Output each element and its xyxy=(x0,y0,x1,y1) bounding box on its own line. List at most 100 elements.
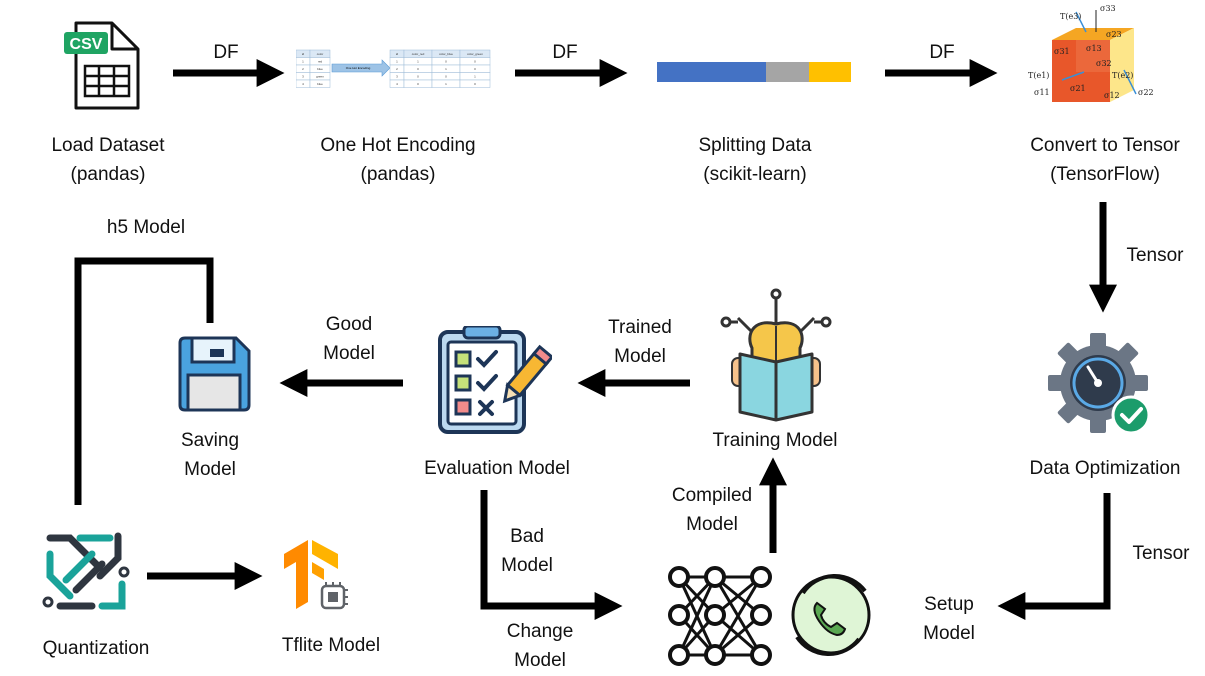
node-title: Convert to Tensor xyxy=(1030,135,1180,156)
edge-label-tensor-1: Tensor xyxy=(1126,245,1184,266)
onehot-table-text: 2 xyxy=(302,67,304,71)
gear-gauge-check-icon xyxy=(1048,333,1151,435)
tensor-label: σ31 xyxy=(1054,47,1070,56)
csv-badge: CSV xyxy=(70,36,103,53)
onehot-table-text: 2 xyxy=(396,67,398,71)
tensorflow-lite-icon xyxy=(284,540,348,610)
onehot-table-text: color_green xyxy=(467,52,483,56)
onehot-table-text: 0 xyxy=(474,67,476,71)
onehot-table-text: color xyxy=(317,52,324,56)
tensor-label: T(e3) xyxy=(1060,12,1081,21)
edge-label-tensor-2: Tensor xyxy=(1132,543,1190,564)
onehot-table-text: 1 xyxy=(302,60,304,64)
stress-tensor-cube-icon: σ33 T(e3) σ23 σ13 σ31 σ32 T(e1) T(e2) σ2… xyxy=(1028,4,1154,102)
csv-file-icon: CSV xyxy=(64,21,140,110)
arrow-evaluation-to-setup xyxy=(480,490,623,620)
edge-label-line: Compiled xyxy=(671,485,753,506)
edge-label-df-3: DF xyxy=(929,42,955,63)
edge-label-line: Model xyxy=(514,650,566,671)
onehot-table-text: 0 xyxy=(445,60,447,64)
neural-network-icon xyxy=(668,566,871,666)
edge-label-trained-model: Trained Model xyxy=(594,313,686,371)
node-title: Saving xyxy=(180,430,240,451)
node-title: Quantization xyxy=(42,638,150,659)
node-load-dataset: Load Dataset (pandas) xyxy=(28,131,188,189)
split-test-segment xyxy=(809,62,851,82)
node-training-model: Training Model xyxy=(690,426,860,455)
edge-label-line: Trained xyxy=(608,317,672,338)
onehot-table-text: 1 xyxy=(474,75,476,79)
onehot-table-text: 4 xyxy=(302,82,304,86)
brain-book-icon xyxy=(720,288,832,422)
node-tflite-model: Tflite Model xyxy=(258,631,404,660)
edge-label-line: Change xyxy=(506,621,574,642)
quantization-logo-icon xyxy=(42,532,130,610)
tensor-label: σ21 xyxy=(1070,84,1086,93)
split-bar-icon xyxy=(657,62,851,82)
edge-label-line: Model xyxy=(686,514,738,535)
onehot-table-text: 4 xyxy=(396,82,398,86)
node-subtitle: (scikit-learn) xyxy=(703,164,807,185)
onehot-table-text: red xyxy=(318,60,323,64)
node-subtitle: (pandas) xyxy=(70,164,146,185)
onehot-table-cell xyxy=(459,79,491,88)
edge-label-df-2: DF xyxy=(552,42,578,63)
node-title: Load Dataset xyxy=(51,135,165,156)
floppy-disk-icon xyxy=(178,336,251,412)
split-train-segment xyxy=(657,62,766,82)
connector-saving-to-quantization xyxy=(74,257,214,505)
node-subtitle: (pandas) xyxy=(360,164,436,185)
split-validation-segment xyxy=(766,62,809,82)
onehot-table-text: color_blue xyxy=(439,52,453,56)
tensor-label: T(e1) xyxy=(1028,71,1049,80)
node-subtitle: (TensorFlow) xyxy=(1050,164,1160,185)
tensor-label: T(e2) xyxy=(1112,71,1133,80)
node-title: Training Model xyxy=(712,430,838,451)
edge-label-compiled-model: Compiled Model xyxy=(660,481,764,539)
onehot-table-text: 3 xyxy=(396,75,398,79)
node-data-optimization: Data Optimization xyxy=(1010,454,1200,483)
onehot-table-cell xyxy=(309,79,331,88)
onehot-table-text: blue xyxy=(317,82,323,86)
onehot-table-text: green xyxy=(316,75,324,79)
node-splitting-data: Splitting Data (scikit-learn) xyxy=(672,131,838,189)
onehot-arrow-text: One Hot Encoding xyxy=(346,66,371,70)
edge-label-line: Model xyxy=(323,343,375,364)
tensor-label: σ22 xyxy=(1138,88,1154,97)
one-hot-table-icon: id color 1 red 2 blue 3 green 4 blue One Hot Enco… xyxy=(296,49,491,88)
node-title: Evaluation Model xyxy=(424,458,570,479)
onehot-table-text: color_red xyxy=(412,52,425,56)
node-subtitle: Model xyxy=(923,623,975,644)
tensor-label: σ23 xyxy=(1106,30,1122,39)
tensor-label: σ12 xyxy=(1104,91,1120,100)
onehot-table-text: blue xyxy=(317,67,323,71)
node-setup-model: Setup Model xyxy=(906,590,992,648)
edge-label-line: Bad xyxy=(510,526,544,547)
onehot-table-text: 1 xyxy=(445,67,447,71)
onehot-table-text: 3 xyxy=(302,75,304,79)
edge-label-good-model: Good Model xyxy=(306,310,392,368)
onehot-table-text: 1 xyxy=(417,60,419,64)
onehot-table-text: 0 xyxy=(417,82,419,86)
tensor-label: σ11 xyxy=(1034,88,1050,97)
onehot-table-text: id xyxy=(302,52,305,56)
arrow-optimization-to-setup xyxy=(997,493,1111,620)
node-evaluation-model: Evaluation Model xyxy=(402,454,592,483)
node-saving-model: Saving Model xyxy=(160,426,260,484)
edge-label-df-1: DF xyxy=(213,42,239,63)
node-title: Data Optimization xyxy=(1029,458,1181,479)
node-quantization: Quantization xyxy=(22,634,170,663)
node-title: Tflite Model xyxy=(281,635,381,656)
edge-label-change-model: Change Model xyxy=(494,617,586,675)
tensor-label: σ13 xyxy=(1086,44,1102,53)
edge-label-bad-model: Bad Model xyxy=(486,522,568,580)
edge-label-line: Good xyxy=(325,314,373,335)
onehot-table-text: id xyxy=(396,52,399,56)
edge-label-line: Model xyxy=(614,346,666,367)
onehot-table-text: 1 xyxy=(396,60,398,64)
node-title: Splitting Data xyxy=(698,135,812,156)
tensor-label: σ32 xyxy=(1096,59,1112,68)
node-title: One Hot Encoding xyxy=(320,135,476,156)
node-convert-to-tensor: Convert to Tensor (TensorFlow) xyxy=(1012,131,1198,189)
